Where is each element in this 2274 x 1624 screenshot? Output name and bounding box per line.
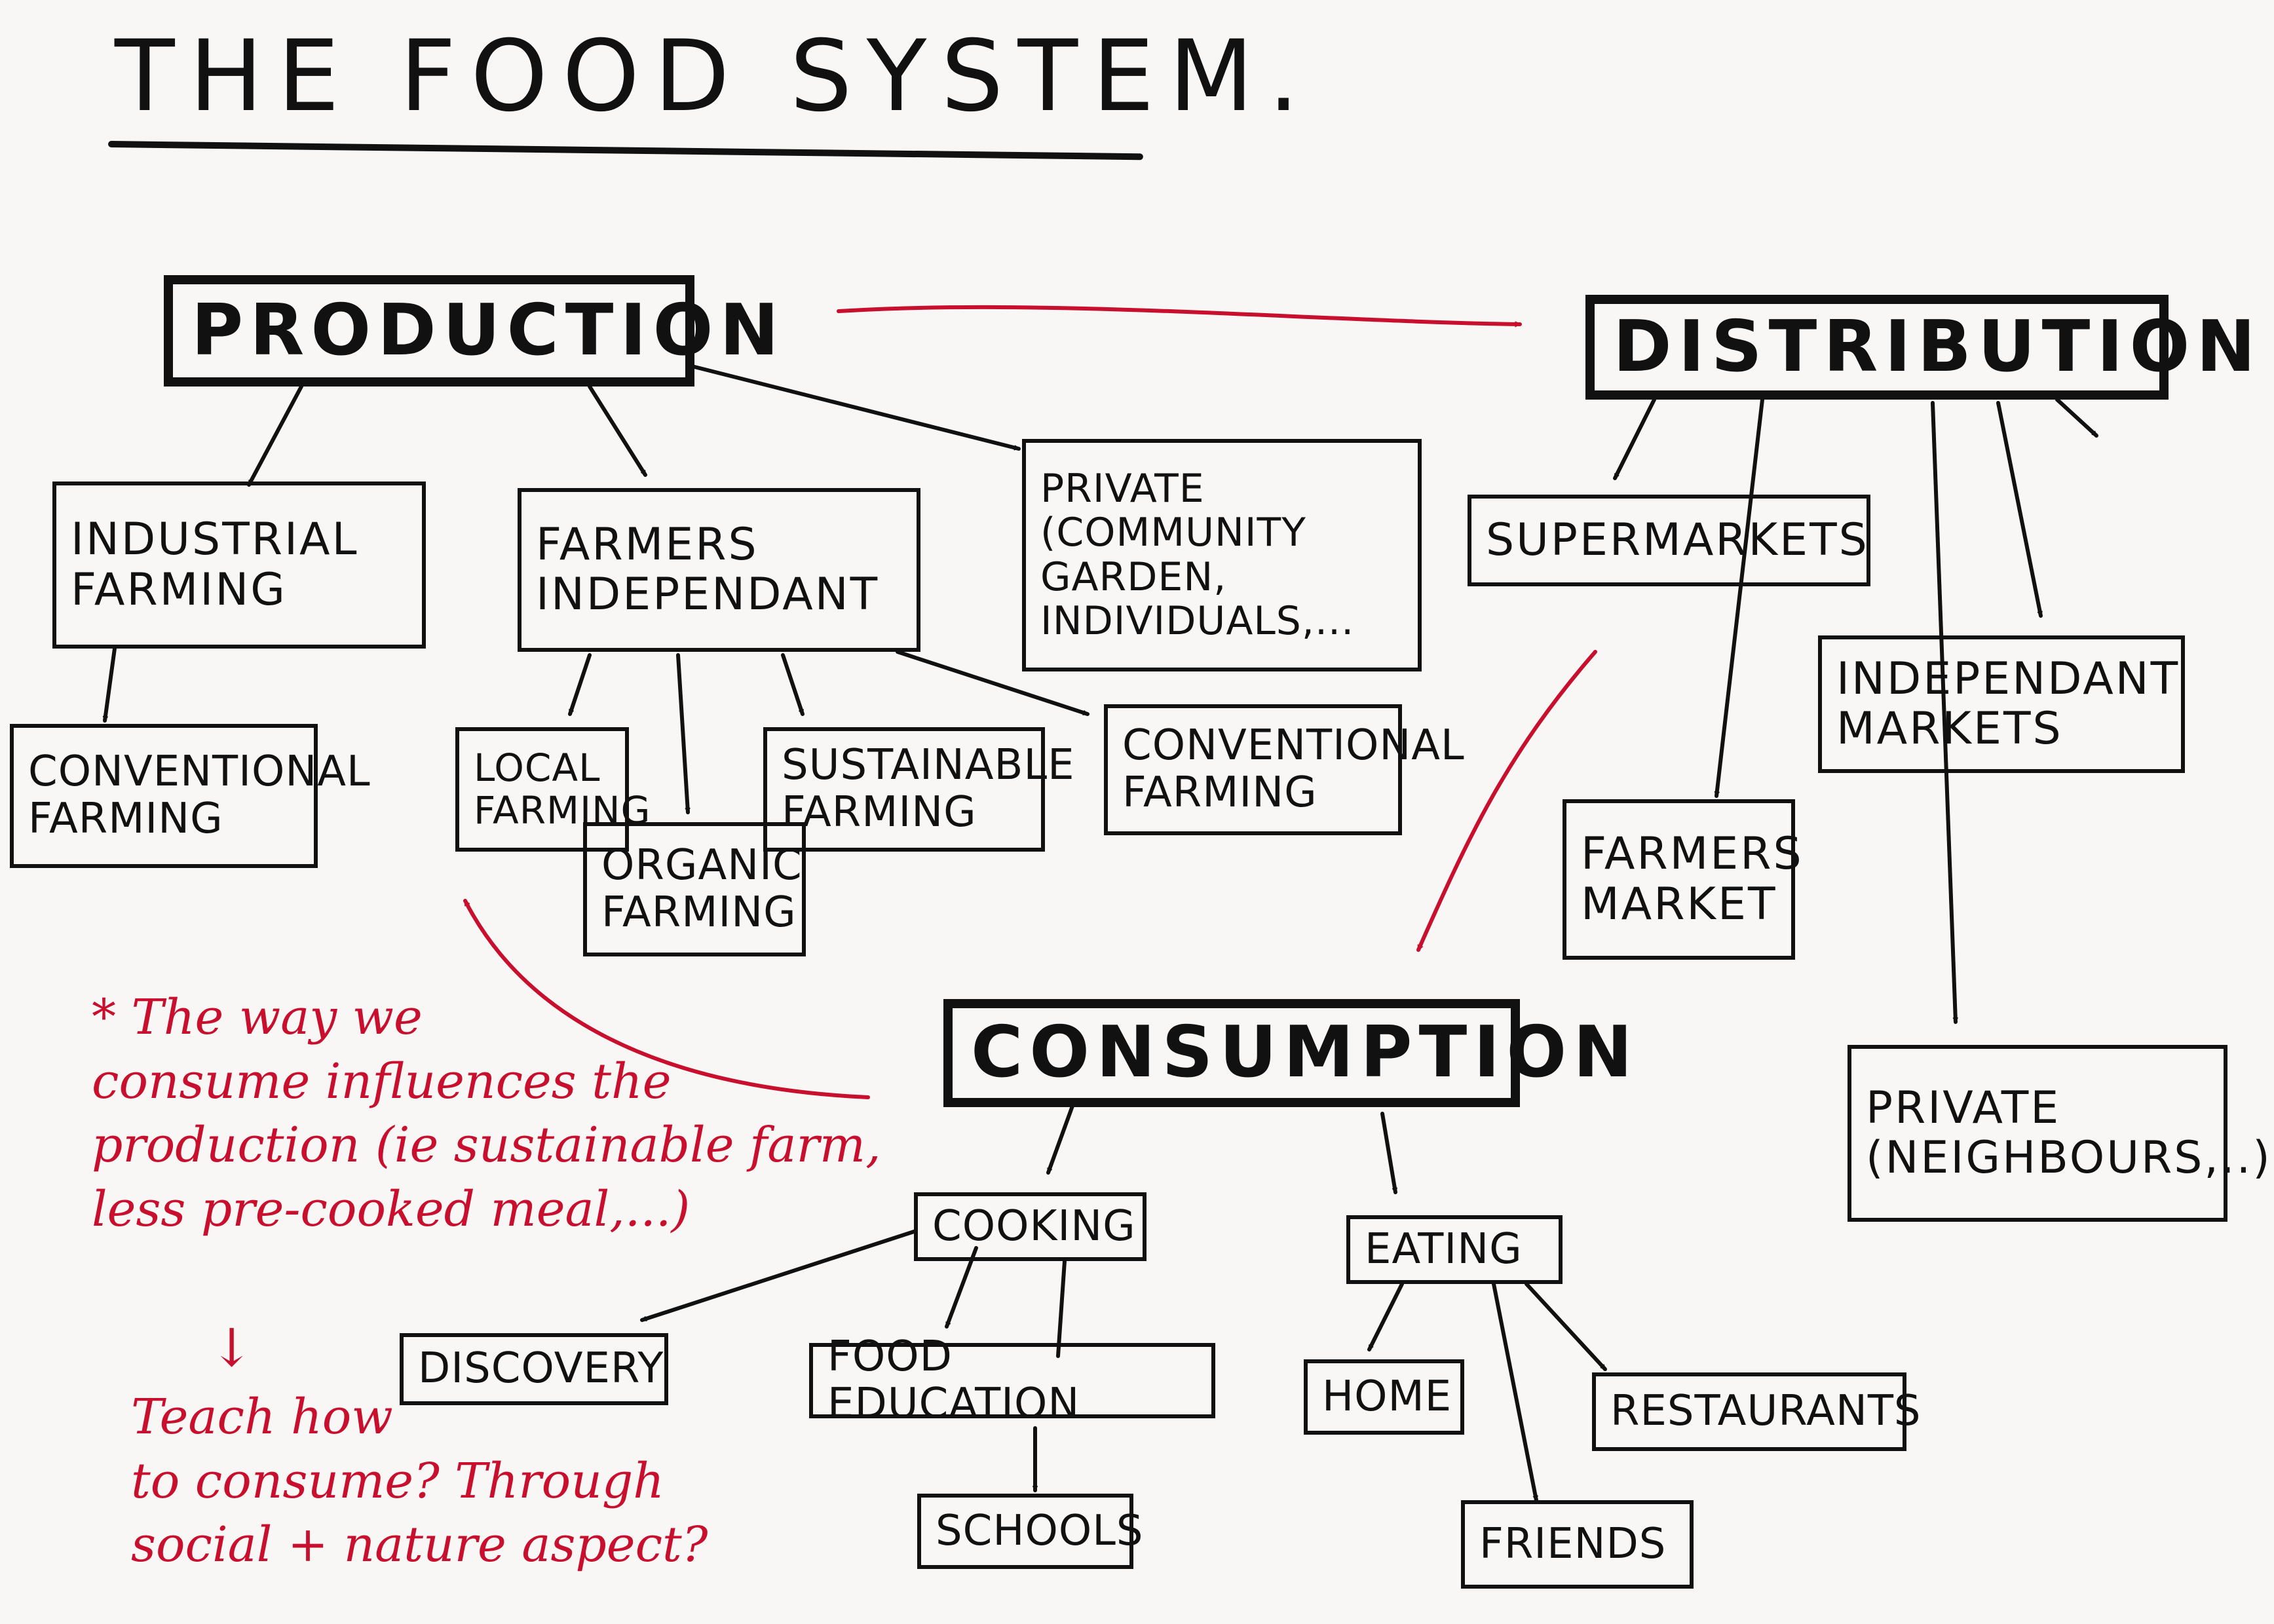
node-independant-markets: INDEPENDANT MARKETS (1818, 635, 2185, 773)
arrow-distribution-farmersmarket (1716, 398, 1764, 798)
node-organic-farming: ORGANIC FARMING (583, 822, 806, 956)
arrow-consumption-cooking (1046, 1099, 1076, 1175)
node-consumption: CONSUMPTION (943, 999, 1633, 1107)
node-industrial-farming: INDUSTRIAL FARMING (52, 482, 426, 649)
node-supermarkets: SUPERMARKETS (1468, 495, 1870, 586)
arrow-farmers-local (568, 653, 592, 716)
arrow-distribution-independant (1996, 401, 2043, 618)
red-arrows (463, 305, 1597, 1099)
node-food-education: FOOD EDUCATION (809, 1333, 1215, 1427)
node-private-production: PRIVATE (COMMUNITY GARDEN, INDIVIDUALS,.… (1022, 439, 1422, 671)
node-sustainable-farming: SUSTAINABLE FARMING (763, 727, 1074, 852)
node-home: HOME (1304, 1359, 1464, 1435)
page-title: THE FOOD SYSTEM. (115, 20, 1314, 134)
node-conventional-farming-2: CONVENTIONAL FARMING (1104, 704, 1464, 835)
node-cooking: COOKING (914, 1192, 1146, 1261)
arrow-production-industrial (247, 385, 303, 487)
arrow-production-farmers (588, 385, 647, 477)
arrow-cooking-foodeducation (945, 1246, 978, 1329)
arrow-industrial-conventional (105, 647, 117, 723)
arrow-farmers-conventional (896, 650, 1090, 716)
line-cooking-foodeducation (1056, 1259, 1067, 1358)
note-teach: Teach how to consume? Through social + n… (131, 1389, 708, 1574)
arrow-distribution-consumption (1416, 650, 1597, 952)
arrow-production-distribution (837, 305, 1522, 324)
arrow-consumption-eating (1380, 1112, 1395, 1194)
arrow-farmers-organic (676, 653, 688, 814)
node-discovery: DISCOVERY (400, 1333, 668, 1405)
arrow-distribution-private (1931, 401, 1956, 1024)
node-friends: FRIENDS (1461, 1500, 1694, 1589)
arrow-farmers-sustainable (781, 653, 805, 716)
arrow-consumption-production (463, 899, 870, 1099)
arrow-eating-home (1367, 1282, 1404, 1351)
arrow-eating-friends (1492, 1282, 1538, 1502)
node-production: PRODUCTION (164, 275, 779, 387)
arrow-distribution-supermarkets (1613, 398, 1656, 480)
node-schools: SCHOOLS (917, 1494, 1143, 1569)
arrow-production-private (692, 365, 1021, 451)
black-lines (1056, 1259, 1067, 1358)
node-conventional-farming-1: CONVENTIONAL FARMING (10, 724, 370, 868)
arrow-eating-restaurants (1525, 1282, 1607, 1371)
node-farmers-independant: FARMERS INDEPENDANT (518, 488, 920, 652)
note-influence: * The way we consume influences the prod… (92, 989, 881, 1238)
arrow-distribution-other (2055, 398, 2098, 438)
node-private-distribution: PRIVATE (NEIGHBOURS,..) (1848, 1045, 2270, 1222)
black-arrows (105, 365, 2098, 1502)
node-eating: EATING (1346, 1215, 1563, 1284)
node-distribution: DISTRIBUTION (1585, 295, 2256, 400)
note-down-arrow: ↓ (210, 1317, 254, 1378)
node-farmers-market: FARMERS MARKET (1563, 799, 1802, 960)
arrow-cooking-discovery (640, 1230, 916, 1322)
node-restaurants: RESTAURANTS (1592, 1372, 1921, 1451)
